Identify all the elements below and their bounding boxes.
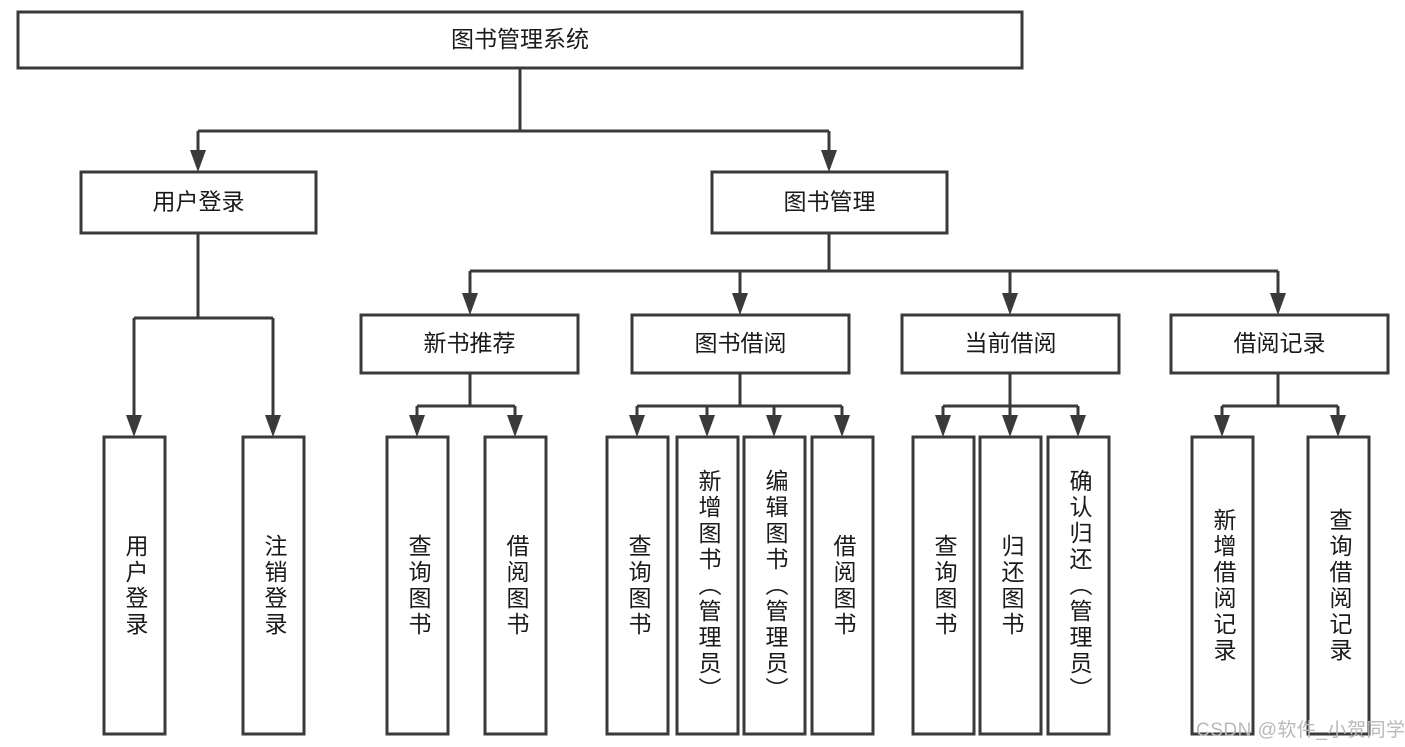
bookmgmt-to-level3-drop-3-arrowhead	[1270, 293, 1286, 315]
root-to-level2-drop-1-arrowhead	[821, 150, 837, 172]
bookmgmt-to-level3-drop-2-arrowhead	[1002, 293, 1018, 315]
node-current-borrow-box[interactable]	[900, 313, 1121, 375]
newbook-to-leaves-drop-0-arrowhead	[409, 415, 425, 437]
node-user-login-box[interactable]	[79, 170, 318, 235]
node-leaf-query-book-2-box[interactable]	[605, 435, 670, 736]
node-book-borrow-box[interactable]	[630, 313, 851, 375]
bookborrow-to-leaves-drop-2-arrowhead	[766, 415, 782, 437]
userlogin-to-leaves-drop-0-arrowhead	[126, 415, 142, 437]
node-book-borrow-label: 图书借阅	[695, 330, 787, 356]
node-book-management-box[interactable]	[710, 170, 949, 235]
node-borrow-record-label: 借阅记录	[1234, 330, 1326, 356]
node-leaf-borrow-book-1-box[interactable]	[483, 435, 548, 736]
node-leaf-user-login-box[interactable]	[102, 435, 167, 736]
currentborrow-to-leaves-drop-2-arrowhead	[1070, 415, 1086, 437]
connector-layer	[126, 68, 1346, 437]
bookborrow-to-leaves-drop-3-arrowhead	[834, 415, 850, 437]
bookborrow-to-leaves-drop-1-arrowhead	[699, 415, 715, 437]
node-leaf-query-book-3-box[interactable]	[911, 435, 976, 736]
csdn-watermark: CSDN @软件_小贺同学	[1196, 720, 1405, 741]
node-leaf-add-record-box[interactable]	[1190, 435, 1255, 736]
borrowrecord-to-leaves-drop-1-arrowhead	[1330, 415, 1346, 437]
node-user-login-label: 用户登录	[153, 189, 245, 215]
node-leaf-query-book-1-box[interactable]	[385, 435, 450, 736]
bookmgmt-to-level3-drop-1-arrowhead	[732, 293, 748, 315]
node-root-box[interactable]	[16, 10, 1024, 70]
node-new-book-recommend-box[interactable]	[359, 313, 580, 375]
bookborrow-to-leaves-drop-0-arrowhead	[629, 415, 645, 437]
node-root-label: 图书管理系统	[451, 26, 589, 52]
node-leaf-query-record-box[interactable]	[1306, 435, 1371, 736]
borrowrecord-to-leaves-drop-0-arrowhead	[1214, 415, 1230, 437]
userlogin-to-leaves-drop-1-arrowhead	[265, 415, 281, 437]
node-book-management-label: 图书管理	[784, 189, 876, 215]
node-new-book-recommend-label: 新书推荐	[424, 330, 516, 356]
node-box-layer	[16, 10, 1390, 736]
node-leaf-add-book-box[interactable]	[675, 435, 740, 736]
node-leaf-edit-book-box[interactable]	[742, 435, 807, 736]
node-leaf-borrow-book-2-box[interactable]	[810, 435, 875, 736]
currentborrow-to-leaves-drop-1-arrowhead	[1002, 415, 1018, 437]
newbook-to-leaves-drop-1-arrowhead	[507, 415, 523, 437]
node-borrow-record-box[interactable]	[1169, 313, 1390, 375]
node-leaf-user-logout-box[interactable]	[241, 435, 306, 736]
root-to-level2-drop-0-arrowhead	[190, 150, 206, 172]
currentborrow-to-leaves-drop-0-arrowhead	[935, 415, 951, 437]
bookmgmt-to-level3-drop-0-arrowhead	[462, 293, 478, 315]
node-leaf-confirm-return-box[interactable]	[1046, 435, 1111, 736]
node-leaf-return-book-box[interactable]	[978, 435, 1043, 736]
node-current-borrow-label: 当前借阅	[965, 330, 1057, 356]
